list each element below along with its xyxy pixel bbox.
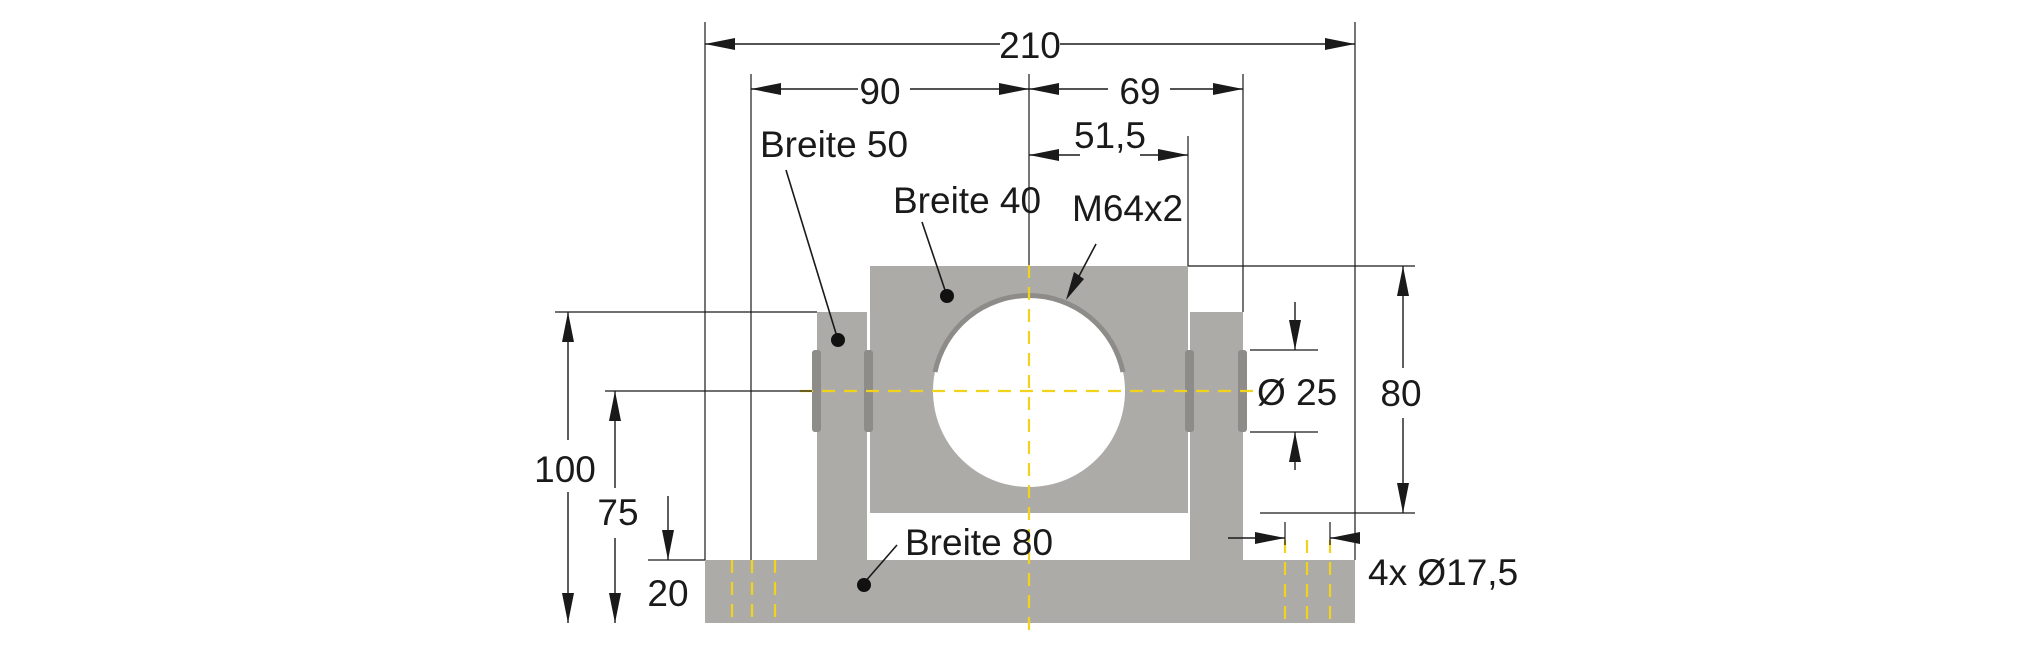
- right-side-plate: [1190, 312, 1243, 560]
- thread-label: M64x2: [1072, 188, 1183, 229]
- block-width-label: Breite 40: [893, 180, 1041, 221]
- holes-label: 4x Ø17,5: [1368, 552, 1518, 593]
- dim-right-offset: 69: [1029, 71, 1243, 112]
- label-base: Breite 80: [857, 522, 1053, 592]
- base-width-label: Breite 80: [905, 522, 1053, 563]
- dim-axis-height: 75: [597, 391, 639, 623]
- total-height-label: 100: [534, 449, 596, 490]
- left-pin: [812, 350, 821, 432]
- right-offset-label: 69: [1119, 71, 1160, 112]
- dim-overall-width: 210: [705, 25, 1355, 66]
- dim-pin-diameter: Ø 25: [1257, 302, 1337, 470]
- thread-offset-label: 51,5: [1074, 115, 1146, 156]
- dim-block-height: 80: [1380, 266, 1422, 513]
- extension-lines: [555, 22, 1415, 561]
- pin-diameter-label: Ø 25: [1257, 372, 1337, 413]
- left-offset-label: 90: [859, 71, 900, 112]
- axis-height-label: 75: [597, 492, 638, 533]
- dim-left-offset: 90: [751, 71, 1029, 112]
- dim-thread-offset: 51,5: [1029, 115, 1188, 161]
- centerlines: [730, 265, 1332, 630]
- label-thread: M64x2: [1066, 188, 1183, 300]
- left-side-plate: [817, 312, 867, 560]
- overall-width-label: 210: [999, 25, 1061, 66]
- base-height-label: 20: [647, 573, 688, 614]
- right-pin: [1185, 350, 1194, 432]
- dim-total-height: 100: [534, 312, 596, 623]
- block-height-label: 80: [1380, 373, 1421, 414]
- dim-holes: 4x Ø17,5: [1228, 532, 1518, 593]
- side-plate-width-label: Breite 50: [760, 124, 908, 165]
- base-plate: [705, 560, 1355, 623]
- label-side-plate: Breite 50: [760, 124, 908, 347]
- label-block: Breite 40: [893, 180, 1041, 303]
- dim-base-height: 20: [647, 496, 689, 614]
- part-body: [705, 266, 1355, 623]
